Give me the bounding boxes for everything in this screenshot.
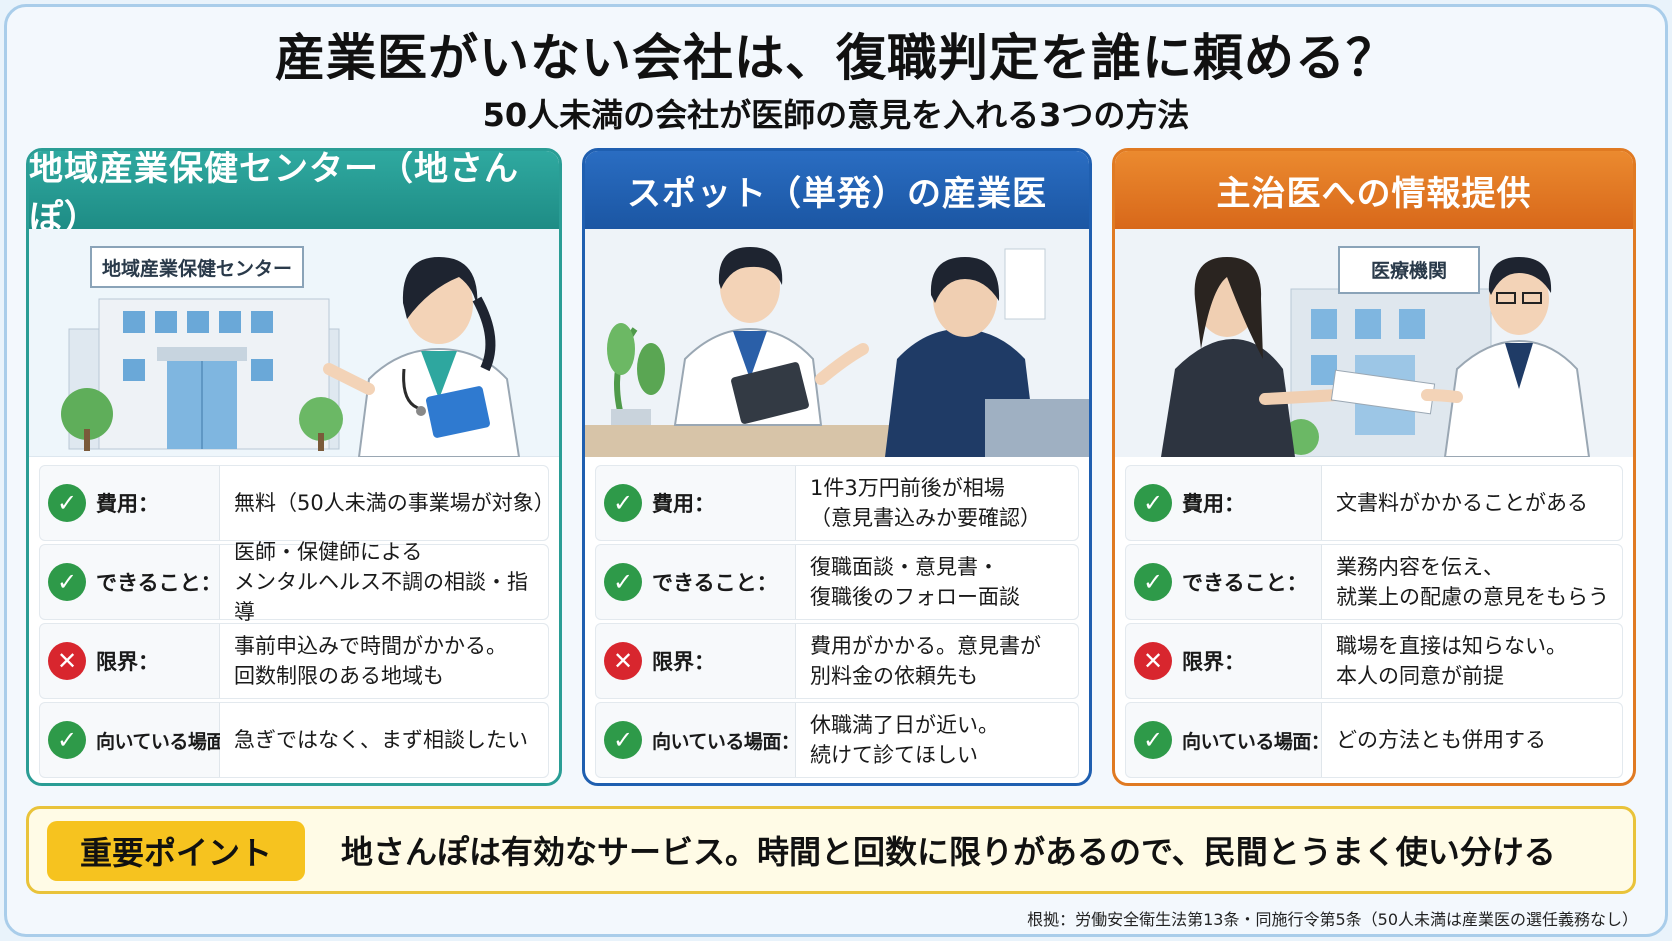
row-suited: ✓向いている場面： どの方法とも併用する	[1125, 702, 1623, 778]
illustration-consultation	[585, 229, 1089, 457]
card-heading: 地域産業保健センター（地さんぽ）	[29, 151, 559, 238]
check-circle-icon: ✓	[48, 563, 86, 601]
illustration-health-center: 地域産業保健センター	[29, 229, 559, 457]
source-note: 根拠：労働安全衛生法第13条・同施行令第5条（50人未満は産業医の選任義務なし）	[1027, 910, 1638, 929]
row-limit: ✕限界： 事前申込みで時間がかかる。 回数制限のある地域も	[39, 623, 549, 699]
check-circle-icon: ✓	[48, 484, 86, 522]
page-title: 産業医がいない会社は、復職判定を誰に頼める？	[275, 29, 1397, 87]
check-circle-icon: ✓	[1134, 484, 1172, 522]
check-circle-icon: ✓	[48, 721, 86, 759]
check-circle-icon: ✓	[604, 563, 642, 601]
cross-circle-icon: ✕	[48, 642, 86, 680]
row-limit: ✕限界： 職場を直接は知らない。 本人の同意が前提	[1125, 623, 1623, 699]
check-circle-icon: ✓	[1134, 563, 1172, 601]
card-heading: 主治医への情報提供	[1115, 151, 1633, 229]
cross-circle-icon: ✕	[604, 642, 642, 680]
building-sign: 地域産業保健センター	[102, 257, 292, 280]
cross-circle-icon: ✕	[1134, 642, 1172, 680]
row-cost: ✓費用： 1件3万円前後が相場 （意見書込みか要確認）	[595, 465, 1079, 541]
row-capability: ✓できること： 医師・保健師による メンタルヘルス不調の相談・指導	[39, 540, 549, 624]
row-cost: ✓費用： 文書料がかかることがある	[1125, 465, 1623, 541]
check-circle-icon: ✓	[1134, 721, 1172, 759]
key-point-box: 重要ポイント 地さんぽは有効なサービス。時間と回数に限りがあるので、民間とうまく…	[26, 806, 1636, 894]
page-subtitle: 50人未満の会社が医師の意見を入れる3つの方法	[482, 96, 1190, 134]
row-cost: ✓費用： 無料（50人未満の事業場が対象）	[39, 465, 555, 541]
building-sign: 医療機関	[1371, 259, 1447, 282]
key-point-label: 重要ポイント	[47, 821, 305, 881]
check-circle-icon: ✓	[604, 721, 642, 759]
check-circle-icon: ✓	[604, 484, 642, 522]
row-capability: ✓できること： 復職面談・意見書・ 復職後のフォロー面談	[595, 544, 1079, 620]
card-heading: スポット（単発）の産業医	[585, 151, 1089, 229]
card-chisanpo: 地域産業保健センター（地さんぽ） 地域産業保健センター	[26, 148, 562, 786]
row-suited: ✓向いている場面： 休職満了日が近い。 続けて診てほしい	[595, 702, 1079, 778]
card-spot-doctor: スポット（単発）の産業医 ✓費用：	[582, 148, 1092, 786]
row-limit: ✕限界： 費用がかかる。意見書が 別料金の依頼先も	[595, 623, 1079, 699]
row-suited: ✓向いている場面： 急ぎではなく、まず相談したい	[39, 702, 549, 778]
key-point-text: 地さんぽは有効なサービス。時間と回数に限りがあるので、民間とうまく使い分ける	[341, 833, 1556, 871]
card-attending-physician: 主治医への情報提供 医療機関	[1112, 148, 1636, 786]
row-capability: ✓できること： 業務内容を伝え、 就業上の配慮の意見をもらう	[1125, 544, 1623, 620]
illustration-document-handover: 医療機関	[1115, 229, 1633, 457]
